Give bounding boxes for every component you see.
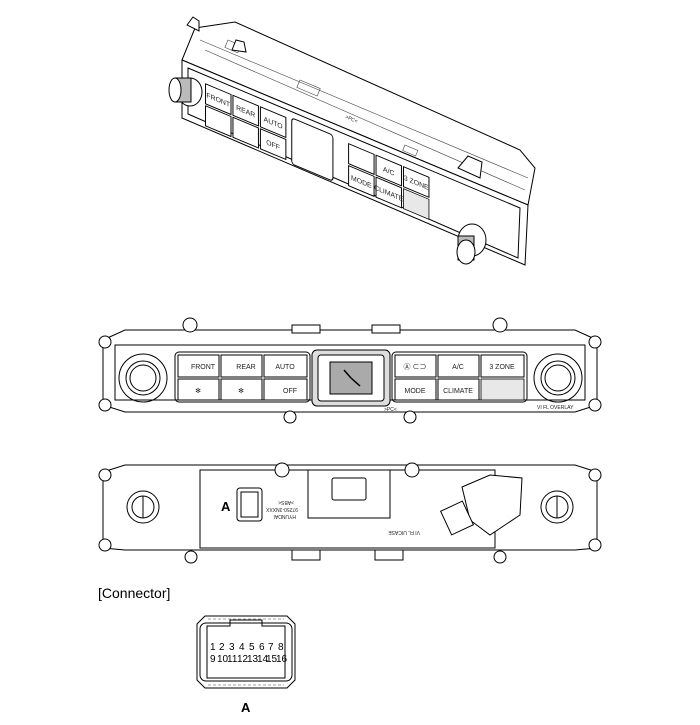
iso-left-knob bbox=[168, 77, 203, 107]
iso-clip bbox=[231, 39, 247, 53]
climate-label: CLIMATE bbox=[443, 388, 473, 395]
zone-button[interactable] bbox=[480, 354, 525, 378]
climate-button[interactable] bbox=[437, 378, 480, 401]
fan-off-label: OFF bbox=[283, 388, 297, 395]
pin-number: 14 bbox=[257, 654, 269, 665]
overlay-label: VI FL OVERLAY bbox=[537, 405, 574, 411]
pin-number: 4 bbox=[239, 642, 245, 653]
pin-number: 3 bbox=[229, 642, 235, 653]
iso-mount-tab bbox=[186, 16, 200, 32]
rear-label-block: HYUNDAI 97250-3NXXX >ABS< bbox=[265, 499, 298, 519]
pin-number: 7 bbox=[268, 642, 274, 653]
pin-number: 13 bbox=[247, 654, 259, 665]
pin-row-2: 9 10 11 12 13 14 15 16 bbox=[210, 654, 288, 665]
case-label: VI FL UICASE bbox=[388, 529, 420, 535]
fan-down-button[interactable] bbox=[177, 378, 220, 401]
iso-ac-label: A/C bbox=[383, 164, 394, 178]
pc-mark: >PC< bbox=[384, 407, 397, 413]
front-right-buttons: Ⓐ ⊂⊃ A/C 3 ZONE MODE CLIMATE bbox=[394, 354, 525, 401]
iso-front-panel: FRONT REAR AUTO OFF A/C 3 ZONE MODE CLIM… bbox=[205, 83, 430, 220]
pin-row-1: 1 2 3 4 5 6 7 8 bbox=[210, 642, 284, 653]
pin-number: 10 bbox=[217, 654, 229, 665]
connector-a-face: 1 2 3 4 5 6 7 8 9 10 11 12 13 14 15 16 bbox=[196, 615, 296, 689]
auto-label: AUTO bbox=[275, 364, 295, 371]
recirculation-button[interactable] bbox=[394, 354, 437, 378]
rear-connector-a[interactable] bbox=[236, 487, 263, 522]
front-defrost-label: FRONT bbox=[191, 364, 216, 371]
iso-right-knob bbox=[456, 223, 487, 265]
front-defrost-button[interactable] bbox=[177, 354, 220, 378]
analog-clock bbox=[311, 349, 391, 407]
iso-right-buttons: A/C 3 ZONE MODE CLIMATE bbox=[348, 142, 430, 220]
fan-up-button[interactable] bbox=[220, 378, 263, 401]
pin-number: 11 bbox=[227, 654, 238, 665]
pin-number: 8 bbox=[278, 642, 284, 653]
pin-number: 2 bbox=[219, 642, 225, 653]
rear-defrost-label: REAR bbox=[236, 364, 255, 371]
auto-button[interactable] bbox=[263, 354, 308, 378]
ac-button[interactable] bbox=[437, 354, 480, 378]
rear-display-connector[interactable] bbox=[307, 469, 391, 519]
pin-number: 1 bbox=[210, 642, 216, 653]
pin-number: 16 bbox=[276, 654, 288, 665]
iso-left-buttons: FRONT REAR AUTO OFF bbox=[205, 83, 287, 161]
pin-number: 6 bbox=[259, 642, 265, 653]
mode-label: MODE bbox=[405, 388, 426, 395]
front-left-buttons: FRONT REAR AUTO ✻ ✻ OFF bbox=[177, 354, 308, 401]
fan-low-icon: ✻ bbox=[195, 387, 201, 395]
fan-off-button[interactable] bbox=[263, 378, 308, 401]
zone-label: 3 ZONE bbox=[489, 364, 515, 371]
iso-pc-mark: >PC< bbox=[344, 114, 358, 125]
connector-heading: [Connector] bbox=[98, 585, 170, 601]
pin-number: 5 bbox=[249, 642, 255, 653]
mode-button[interactable] bbox=[394, 378, 437, 401]
connector-a-callout: A bbox=[221, 499, 231, 514]
pin-number: 15 bbox=[266, 654, 278, 665]
vent-grille bbox=[480, 378, 525, 401]
connector-a-label: A bbox=[241, 700, 251, 715]
front-right-knob[interactable] bbox=[533, 353, 583, 403]
maker-label: HYUNDAI bbox=[273, 513, 296, 519]
rear-defrost-button[interactable] bbox=[220, 354, 263, 378]
rear-view: A HYUNDAI 97250-3NXXX >ABS< VI FL UICASE bbox=[98, 462, 602, 564]
isometric-view: >PC< FRONT REAR AUTO OFF A/C 3 ZONE M bbox=[168, 16, 536, 266]
pin-number: 9 bbox=[210, 654, 216, 665]
front-left-knob[interactable] bbox=[118, 353, 168, 403]
part-number: 97250-3NXXX bbox=[265, 506, 298, 512]
iso-display-window bbox=[291, 118, 334, 181]
rear-left-knob-shaft bbox=[126, 490, 160, 524]
rear-right-knob-shaft bbox=[540, 490, 574, 524]
recirculation-icon: Ⓐ ⊂⊃ bbox=[404, 363, 427, 371]
rear-mount-ears bbox=[98, 462, 602, 564]
actuator-motor bbox=[439, 474, 523, 536]
front-mount-ears bbox=[98, 317, 602, 424]
fan-high-icon: ✻ bbox=[238, 387, 244, 395]
pin-number: 12 bbox=[237, 654, 249, 665]
material-mark: >ABS< bbox=[278, 499, 294, 505]
ac-label: A/C bbox=[452, 364, 464, 371]
front-view: FRONT REAR AUTO ✻ ✻ OFF Ⓐ ⊂⊃ A/C bbox=[98, 317, 602, 424]
iso-bracket bbox=[457, 155, 483, 179]
